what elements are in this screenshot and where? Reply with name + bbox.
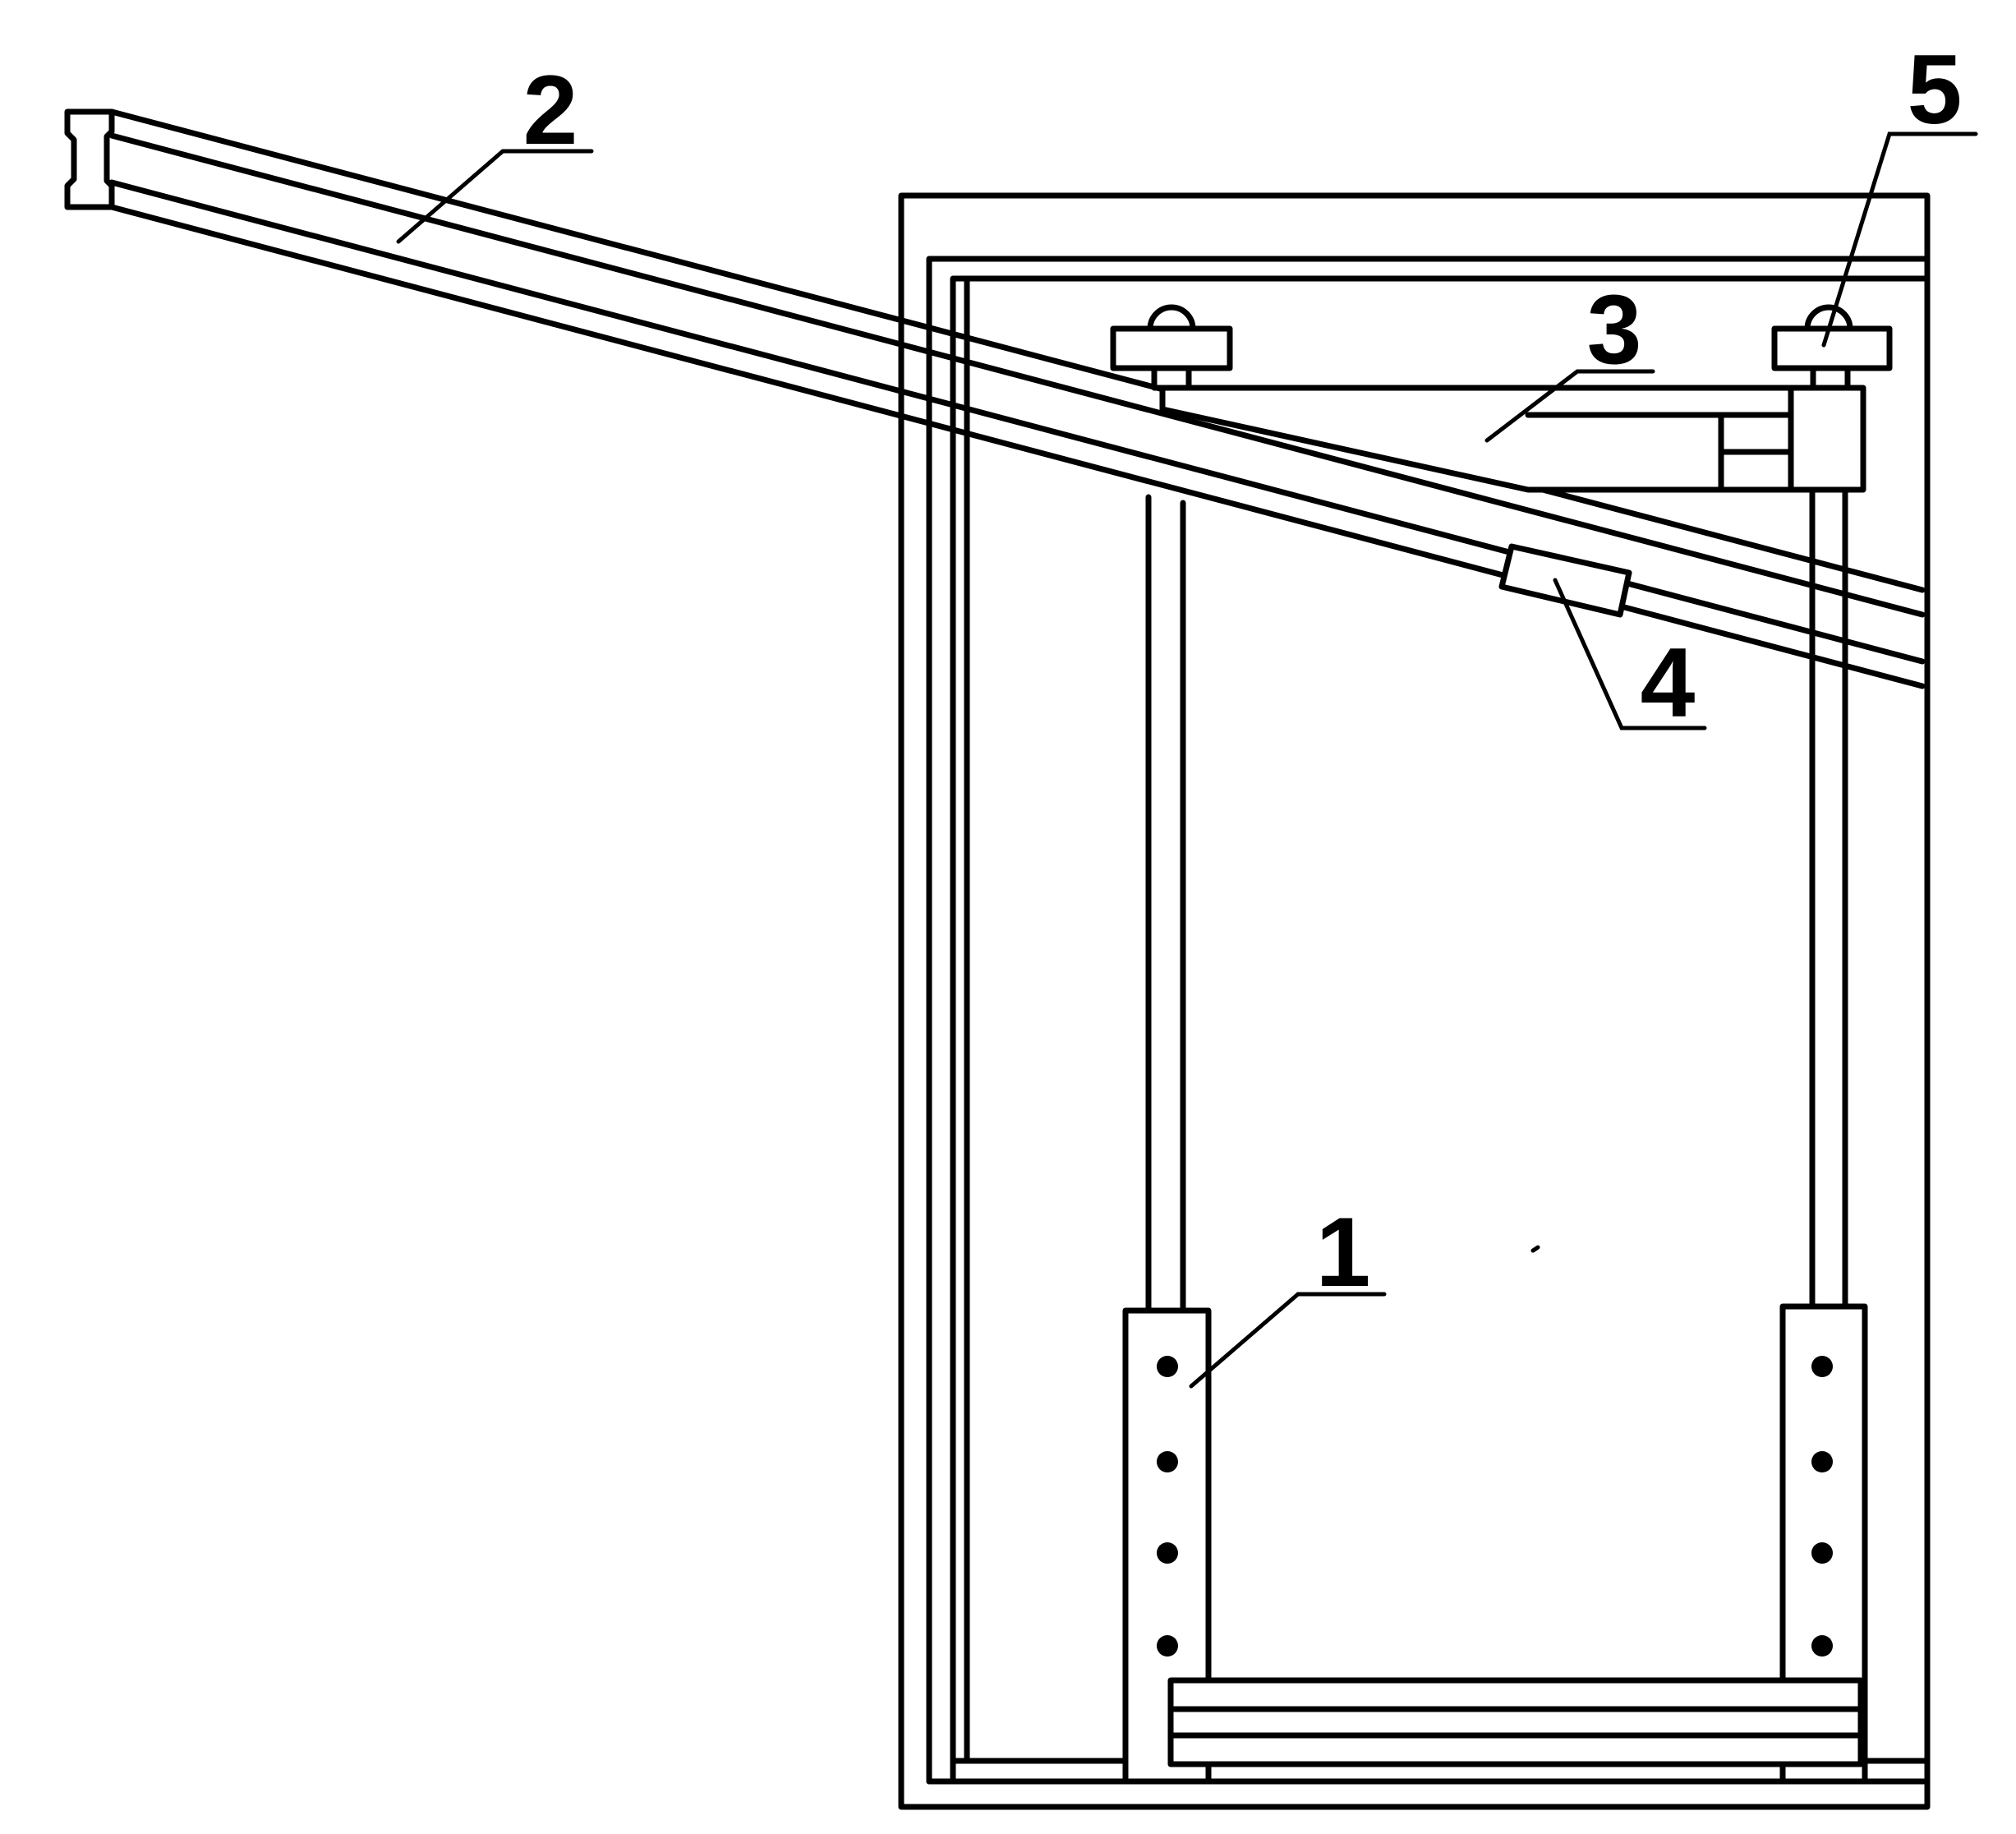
beam-block [1498,543,1632,618]
callout-3: 3 [1587,274,1642,385]
leader-lines [396,131,1978,1389]
callout-4: 4 [1641,628,1696,738]
callout-5: 5 [1908,35,1963,145]
bottom-tray [1167,1677,1864,1767]
stray-mark [1530,1245,1540,1253]
right-knob [1771,304,1893,391]
top-bracket [1159,385,1866,493]
right-rod [1809,486,1848,1310]
callout-1: 1 [1316,1197,1371,1307]
callout-labels: 2 3 1 4 5 [523,35,1963,1307]
left-rod [1145,494,1186,1314]
left-knob [1110,304,1233,391]
outer-frame [898,192,1931,1810]
callout-2: 2 [523,55,578,165]
